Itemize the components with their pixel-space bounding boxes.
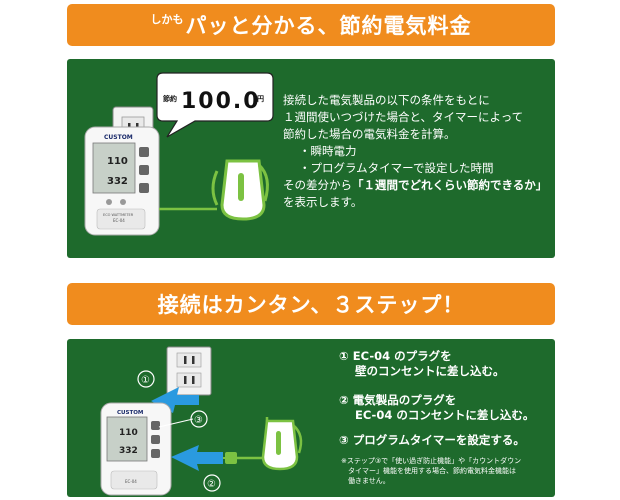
- callout-value: 100.0: [181, 89, 261, 114]
- desc-line-3: 節約した場合の電気料金を計算。: [283, 127, 456, 141]
- savings-illustration: CUSTOM 110 332 ECO WATTMETER EC-04 節約 10…: [84, 72, 274, 236]
- step-1-line1: EC-04 のプラグを: [352, 349, 452, 363]
- kettle-icon: [211, 159, 269, 221]
- header-banner-steps: 接続はカンタン、３ステップ！: [67, 283, 555, 325]
- bullet-timer-time: ・プログラムタイマーで設定した時間: [299, 161, 494, 175]
- steps-illustration: ① CUSTOM 110 332 EC-04 ③ ②: [100, 346, 303, 496]
- note-line-2: タイマー」機能を使用する場合、節約電気料金機能は: [341, 467, 516, 475]
- bullet-instant-power: ・瞬時電力: [299, 144, 357, 158]
- summary-line: その差分から「１週間でどれくらい節約できるか」: [283, 177, 547, 194]
- banner-title: 接続はカンタン、３ステップ！: [157, 293, 465, 317]
- savings-callout: 節約 100.0 円: [156, 72, 274, 138]
- steps-panel: ① CUSTOM 110 332 EC-04 ③ ②: [67, 339, 555, 497]
- step-2: ② 電気製品のプラグを EC-04 のコンセントに差し込む。: [339, 393, 534, 423]
- step-2-line2: EC-04 のコンセントに差し込む。: [355, 408, 535, 422]
- device-lcd-value2: 332: [119, 446, 138, 456]
- device-lcd-value1: 110: [119, 428, 138, 438]
- banner-subtitle: しかも: [150, 13, 184, 26]
- device-lcd-value2: 332: [107, 176, 128, 187]
- step-1-line2: 壁のコンセントに差し込む。: [355, 364, 505, 378]
- savings-description: 接続した電気製品の以下の条件をもとに １週間使いつづけた場合と、タイマーによって…: [283, 92, 547, 211]
- note-line-1: ※ステップ③で「使い過ぎ防止機能」や「カウントダウン: [341, 457, 522, 465]
- marker-2-ring: [203, 474, 221, 492]
- device-model: EC-04: [113, 218, 125, 223]
- callout-label: 節約: [163, 94, 177, 103]
- header-banner-savings: しかも パッと分かる、節約電気料金: [67, 4, 555, 46]
- wattmeter-device-icon: CUSTOM 110 332 EC-04: [100, 402, 172, 496]
- desc-line-2: １週間使いつづけた場合と、タイマーによって: [283, 110, 524, 124]
- note-line-3: 働きません。: [341, 477, 390, 485]
- step-2-line1: 電気製品のプラグを: [352, 393, 457, 407]
- step-note: ※ステップ③で「使い過ぎ防止機能」や「カウントダウン タイマー」機能を使用する場…: [341, 456, 521, 486]
- summary-bold: 「１週間でどれくらい節約できるか」: [352, 178, 548, 192]
- device-brand: CUSTOM: [104, 134, 133, 141]
- marker-3: ③: [194, 415, 203, 426]
- marker-1: ①: [141, 375, 150, 386]
- savings-panel: CUSTOM 110 332 ECO WATTMETER EC-04 節約 10…: [67, 59, 555, 258]
- step-3-line1: プログラムタイマーを設定する。: [352, 433, 525, 447]
- marker-3-ring: [190, 410, 208, 428]
- step-1-number: ①: [339, 349, 349, 363]
- step-2-number: ②: [339, 393, 349, 407]
- device-lcd-value1: 110: [107, 156, 128, 167]
- device-model: EC-04: [125, 479, 137, 484]
- step-3-number: ③: [339, 433, 349, 447]
- device-model-top: ECO WATTMETER: [103, 213, 134, 217]
- arrow-step2-icon: [171, 445, 223, 471]
- summary-suffix: を表示します。: [283, 195, 363, 209]
- banner-title: パッと分かる、節約電気料金: [185, 14, 472, 38]
- wall-outlet-icon: [166, 346, 212, 396]
- kettle-icon: [261, 419, 303, 471]
- callout-unit: 円: [257, 95, 264, 103]
- marker-1-ring: [137, 370, 155, 388]
- device-brand: CUSTOM: [117, 410, 143, 416]
- summary-prefix: その差分から: [283, 178, 352, 192]
- desc-line-1: 接続した電気製品の以下の条件をもとに: [283, 93, 490, 107]
- step-3: ③ プログラムタイマーを設定する。: [339, 433, 525, 448]
- marker-2: ②: [207, 479, 216, 490]
- step-1: ① EC-04 のプラグを 壁のコンセントに差し込む。: [339, 349, 505, 379]
- wattmeter-device-icon: CUSTOM 110 332 ECO WATTMETER EC-04: [84, 126, 160, 236]
